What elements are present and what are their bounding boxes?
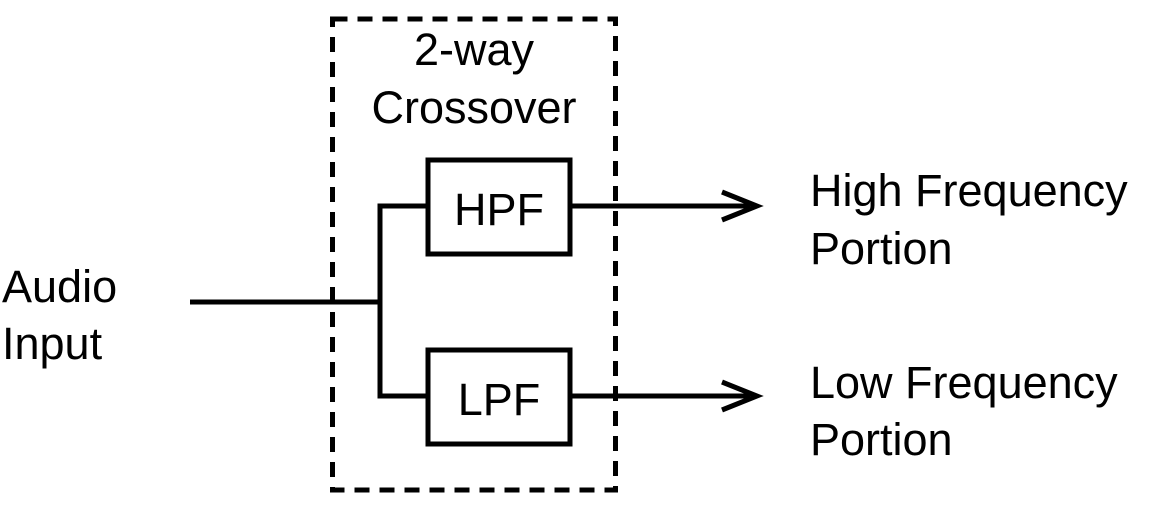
lpf-box: [425, 347, 573, 447]
low-frequency-label-line2: Portion: [810, 414, 953, 465]
hpf-label: HPF: [454, 184, 544, 235]
branch-wire: [377, 203, 427, 399]
high-frequency-label-line1: High Frequency: [810, 165, 1128, 216]
hpf-box: [425, 157, 573, 257]
crossover-title-line2: Crossover: [371, 82, 576, 133]
low-frequency-label-line1: Low Frequency: [810, 357, 1118, 408]
lpf-label: LPF: [458, 374, 541, 425]
crossover-title-line1: 2-way: [414, 24, 535, 75]
audio-input-label-line2: Input: [2, 318, 103, 369]
high-output-arrowhead-icon: [721, 189, 764, 223]
high-frequency-label-line2: Portion: [810, 223, 953, 274]
low-output-arrowhead-icon: [721, 379, 764, 413]
audio-input-label-line1: Audio: [2, 261, 117, 312]
